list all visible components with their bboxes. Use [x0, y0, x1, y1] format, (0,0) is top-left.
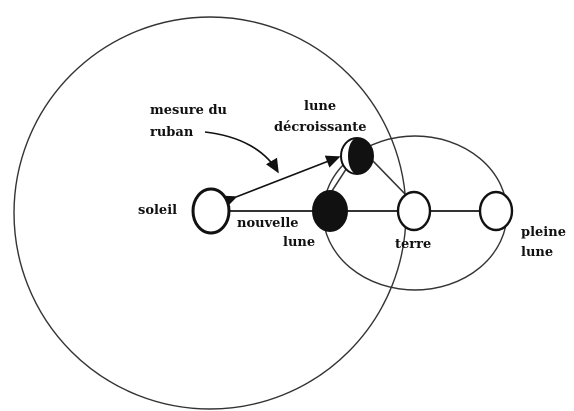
label-terre: terre [395, 237, 431, 252]
label-pleine-lune-line1: pleine [521, 225, 566, 240]
tape-measure-arrow [236, 157, 339, 197]
label-pleine-lune-line2: lune [521, 245, 553, 260]
label-mesure-line2: ruban [150, 125, 194, 140]
label-pointer-arrow [205, 132, 278, 172]
label-nouvelle-lune-line2: lune [283, 235, 315, 250]
label-lune-decroissante-line1: lune [304, 99, 336, 114]
label-soleil: soleil [138, 203, 177, 218]
label-lune-decroissante-line2: décroissante [274, 120, 367, 135]
full-moon-circle [480, 192, 512, 230]
label-nouvelle-lune-line1: nouvelle [237, 216, 299, 231]
label-mesure-line1: mesure du [150, 103, 227, 118]
new-moon-circle [313, 191, 347, 231]
waning-to-earth-line [372, 160, 407, 196]
waning-moon-circle [341, 138, 373, 174]
sun-circle [193, 189, 229, 233]
earth-circle [398, 192, 430, 230]
